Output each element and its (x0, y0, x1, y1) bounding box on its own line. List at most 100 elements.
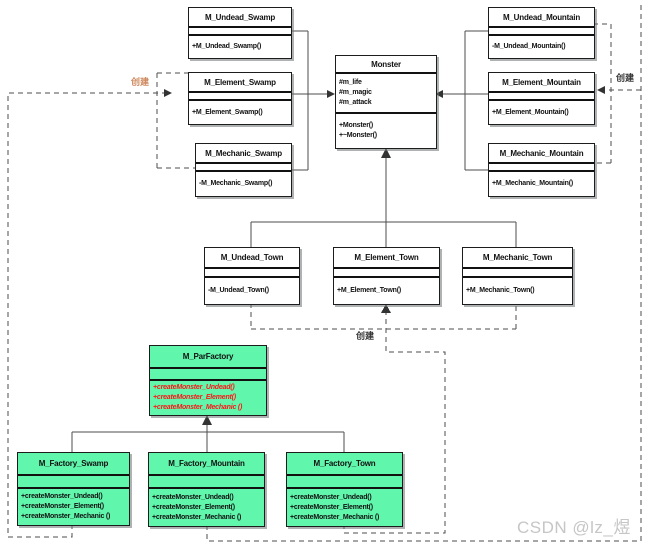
methods-compartment: -M_Mechanic_Swamp() (196, 172, 291, 196)
generalization-swamp (290, 30, 327, 171)
class-name: M_Mechanic_Mountain (489, 144, 594, 164)
create-label-left: 创建 (131, 77, 150, 87)
attributes-compartment (489, 164, 594, 172)
class-box-m-undead-mountain: M_Undead_Mountain -M_Undead_Mountain() (488, 7, 595, 59)
create-label-right: 创建 (616, 73, 635, 83)
class-box-m-mechanic-mountain: M_Mechanic_Mountain +M_Mechanic_Mountain… (488, 143, 595, 197)
methods-compartment: +createMonster_Undead() +createMonster_E… (150, 381, 266, 415)
class-name: M_Factory_Mountain (149, 453, 264, 476)
class-box-m-factory-swamp: M_Factory_Swamp +createMonster_Undead() … (17, 452, 130, 526)
class-box-m-factory-mountain: M_Factory_Mountain +createMonster_Undead… (148, 452, 265, 527)
attributes-compartment: #m_life #m_magic #m_attack (336, 74, 436, 114)
dependency-create-town (250, 303, 517, 534)
method-label: +~Monster() (339, 132, 377, 139)
generalization-arrow-right (435, 90, 443, 98)
method-label: +M_Element_Mountain() (492, 108, 569, 116)
methods-compartment: +M_Element_Town() (334, 278, 439, 304)
method-label: +createMonster_Undead() (152, 493, 234, 501)
dependency-create-swamp (7, 72, 195, 538)
class-box-m-undead-swamp: M_Undead_Swamp +M_Undead_Swamp() (188, 7, 292, 59)
class-name: M_Undead_Swamp (189, 8, 291, 28)
attribute-label: #m_life (339, 79, 362, 86)
class-name: M_Undead_Town (205, 248, 299, 269)
method-label: +M_Mechanic_Mountain() (492, 180, 573, 187)
attributes-compartment (463, 269, 572, 278)
method-label: -M_Undead_Town() (208, 287, 269, 294)
class-name: M_Undead_Mountain (489, 8, 594, 28)
dependency-arrow-swamp (164, 89, 172, 97)
method-label: +createMonster_Element() (153, 394, 236, 401)
class-box-monster: Monster #m_life #m_magic #m_attack +Mons… (335, 55, 437, 149)
attributes-compartment (196, 164, 291, 172)
methods-compartment: +createMonster_Undead() +createMonster_E… (149, 489, 264, 526)
method-label: +createMonster_Undead() (153, 384, 235, 391)
dependency-arrow-mountain (597, 86, 605, 94)
attribute-label: #m_attack (339, 99, 372, 106)
class-box-m-element-town: M_Element_Town +M_Element_Town() (333, 247, 440, 305)
class-box-m-mechanic-swamp: M_Mechanic_Swamp -M_Mechanic_Swamp() (195, 143, 292, 197)
class-name: M_Factory_Swamp (18, 453, 129, 476)
class-name: M_Element_Town (334, 248, 439, 269)
methods-compartment: +M_Element_Mountain() (489, 101, 594, 124)
method-label: +createMonster_Mechanic () (290, 513, 380, 521)
class-name: M_Factory_Town (287, 453, 402, 476)
method-label: +M_Mechanic_Town() (466, 287, 535, 294)
attributes-compartment (189, 28, 291, 36)
class-box-m-element-mountain: M_Element_Mountain +M_Element_Mountain() (488, 72, 595, 125)
class-name: M_Element_Mountain (489, 73, 594, 93)
method-label: +createMonster_Mechanic () (21, 513, 111, 520)
class-name: M_Element_Swamp (189, 73, 291, 93)
class-name: M_Mechanic_Swamp (196, 144, 291, 164)
methods-compartment: +M_Mechanic_Town() (463, 278, 572, 304)
generalization-arrow-left (327, 90, 335, 98)
methods-compartment: +createMonster_Undead() +createMonster_E… (287, 489, 402, 526)
class-box-m-element-swamp: M_Element_Swamp +M_Element_Swamp() (188, 72, 292, 125)
generalization-arrow-monster-bottom (381, 148, 391, 158)
attributes-compartment (150, 369, 266, 381)
methods-compartment: -M_Undead_Town() (205, 278, 299, 304)
dependency-create-mountain (206, 2, 642, 542)
generalization-factory (71, 425, 345, 452)
methods-compartment: +M_Undead_Swamp() (189, 36, 291, 58)
method-label: +createMonster_Mechanic () (152, 513, 242, 521)
method-label: -M_Mechanic_Swamp() (199, 180, 273, 187)
generalization-town (250, 158, 517, 247)
method-label: +M_Undead_Swamp() (192, 43, 262, 50)
method-label: +M_Element_Town() (337, 287, 401, 294)
methods-compartment: +createMonster_Undead() +createMonster_E… (18, 489, 129, 525)
class-box-m-parfactory: M_ParFactory +createMonster_Undead() +cr… (149, 345, 267, 416)
class-box-m-mechanic-town: M_Mechanic_Town +M_Mechanic_Town() (462, 247, 573, 305)
generalization-arrow-parfactory (202, 415, 212, 425)
method-label: +createMonster_Element() (290, 503, 373, 511)
class-box-m-factory-town: M_Factory_Town +createMonster_Undead() +… (286, 452, 403, 527)
method-label: +createMonster_Undead() (21, 493, 103, 500)
method-label: +M_Element_Swamp() (192, 108, 263, 116)
class-name: M_Mechanic_Town (463, 248, 572, 269)
attributes-compartment (287, 476, 402, 489)
method-label: +createMonster_Element() (152, 503, 235, 511)
method-label: +createMonster_Mechanic () (153, 404, 243, 411)
csdn-watermark: CSDN @lz_煜 (517, 518, 631, 537)
method-label: +Monster() (339, 122, 373, 129)
class-box-m-undead-town: M_Undead_Town -M_Undead_Town() (204, 247, 300, 305)
methods-compartment: +Monster() +~Monster() (336, 114, 436, 148)
class-name: Monster (336, 56, 436, 74)
methods-compartment: -M_Undead_Mountain() (489, 36, 594, 58)
attributes-compartment (205, 269, 299, 278)
attributes-compartment (18, 476, 129, 489)
methods-compartment: +M_Mechanic_Mountain() (489, 172, 594, 196)
attributes-compartment (334, 269, 439, 278)
method-label: +createMonster_Element() (21, 503, 104, 510)
methods-compartment: +M_Element_Swamp() (189, 101, 291, 124)
dependency-arrow-town (381, 304, 391, 313)
attributes-compartment (489, 28, 594, 36)
create-label-middle: 创建 (356, 331, 375, 341)
attributes-compartment (149, 476, 264, 489)
attributes-compartment (189, 93, 291, 101)
method-label: +createMonster_Undead() (290, 493, 372, 501)
attributes-compartment (489, 93, 594, 101)
attribute-label: #m_magic (339, 89, 372, 96)
class-name: M_ParFactory (150, 346, 266, 369)
